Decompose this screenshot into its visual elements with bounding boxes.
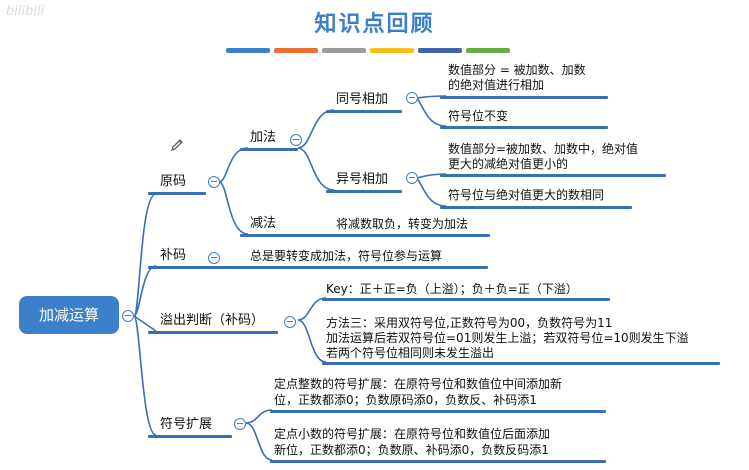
leaf-jianfa: 将减数取负，转变为加法 bbox=[336, 217, 469, 231]
collapse-toggle-icon[interactable] bbox=[208, 176, 220, 188]
node-yichu[interactable]: 溢出判断（补码） bbox=[160, 313, 265, 328]
leaf-yichu-2c: 若两个符号位相同则未发生溢出 bbox=[326, 346, 495, 360]
leaf-kuozhan-2b: 新位，正数都添0；负数原、补码添0，负数反码添1 bbox=[274, 443, 549, 457]
underline-yihao-leaf2 bbox=[440, 206, 632, 209]
underline-jianfa bbox=[240, 234, 490, 237]
node-buma[interactable]: 补码 bbox=[160, 248, 187, 263]
leaf-tonghao-1b: 的绝对值进行相加 bbox=[448, 78, 545, 92]
collapse-toggle-icon[interactable] bbox=[406, 92, 418, 104]
leaf-tonghao-1a: 数值部分 = 被加数、加数 bbox=[448, 63, 586, 77]
page-title: 知识点回顾 bbox=[314, 12, 435, 37]
leaf-yichu-2b: 加法运算后若双符号位=01则发生上溢；若双符号位=10则发生下溢 bbox=[326, 331, 689, 345]
leaf-tonghao-2: 符号位不变 bbox=[448, 109, 509, 123]
color-bar-yellow bbox=[370, 48, 414, 53]
leaf-yihao-2: 符号位与绝对值更大的数相同 bbox=[448, 188, 605, 202]
underline-yihao bbox=[326, 190, 402, 193]
leaf-buma: 总是要转变成加法，符号位参与运算 bbox=[250, 249, 443, 263]
underline-tonghao-leaf1 bbox=[440, 96, 608, 99]
underline-buma bbox=[148, 266, 488, 269]
collapse-toggle-icon[interactable] bbox=[208, 252, 220, 264]
leaf-kuozhan-1a: 定点整数的符号扩展：在原符号位和数值位中间添加新 bbox=[274, 377, 563, 391]
underline-yichu-leaf2 bbox=[322, 362, 720, 365]
underline-tonghao-leaf2 bbox=[440, 126, 608, 129]
node-tonghao[interactable]: 同号相加 bbox=[336, 92, 389, 107]
underline-jiafa bbox=[240, 148, 298, 151]
pencil-icon bbox=[171, 139, 183, 151]
color-bar-blue bbox=[226, 48, 270, 53]
node-yihao[interactable]: 异号相加 bbox=[336, 172, 389, 187]
underline-kuozhan-leaf2 bbox=[270, 460, 606, 463]
underline-kuozhan-leaf1 bbox=[270, 410, 606, 413]
node-jianfa[interactable]: 减法 bbox=[250, 216, 277, 231]
leaf-yihao-1a: 数值部分=被加数、加数中，绝对值 bbox=[448, 142, 639, 156]
root-node[interactable]: 加减运算 bbox=[19, 296, 119, 334]
leaf-yichu-2a: 方法三：采用双符号位,正数符号为00，负数符号为11 bbox=[326, 316, 613, 330]
underline-tonghao bbox=[326, 110, 402, 113]
leaf-yichu-1: Key：正＋正=负（上溢）；负＋负=正（下溢） bbox=[326, 282, 578, 296]
node-yuanma[interactable]: 原码 bbox=[160, 174, 187, 189]
leaf-kuozhan-1b: 位，正数都添0；负数原码添0，负数反、补码添1 bbox=[274, 393, 537, 407]
collapse-toggle-icon[interactable] bbox=[290, 134, 302, 146]
leaf-kuozhan-2a: 定点小数的符号扩展：在原符号位和数值位后面添加 bbox=[274, 427, 551, 441]
bilibili-watermark: bilibili bbox=[6, 4, 45, 19]
color-bar-navy bbox=[418, 48, 462, 53]
underline-yichu bbox=[148, 331, 278, 334]
leaf-yihao-1b: 更大的减绝对值更小的 bbox=[448, 157, 569, 171]
underline-yuanma bbox=[148, 192, 206, 195]
collapse-toggle-icon[interactable] bbox=[406, 172, 418, 184]
collapse-toggle-icon[interactable] bbox=[122, 310, 134, 322]
underline-yihao-leaf1 bbox=[440, 174, 666, 177]
color-bar-orange bbox=[274, 48, 318, 53]
underline-yichu-leaf1 bbox=[322, 298, 610, 301]
color-bar-green bbox=[466, 48, 510, 53]
node-kuozhan[interactable]: 符号扩展 bbox=[160, 417, 213, 432]
underline-kuozhan bbox=[148, 435, 232, 438]
collapse-toggle-icon[interactable] bbox=[284, 316, 296, 328]
node-jiafa[interactable]: 加法 bbox=[250, 130, 277, 145]
collapse-toggle-icon[interactable] bbox=[234, 418, 246, 430]
color-bar-gray bbox=[322, 48, 366, 53]
